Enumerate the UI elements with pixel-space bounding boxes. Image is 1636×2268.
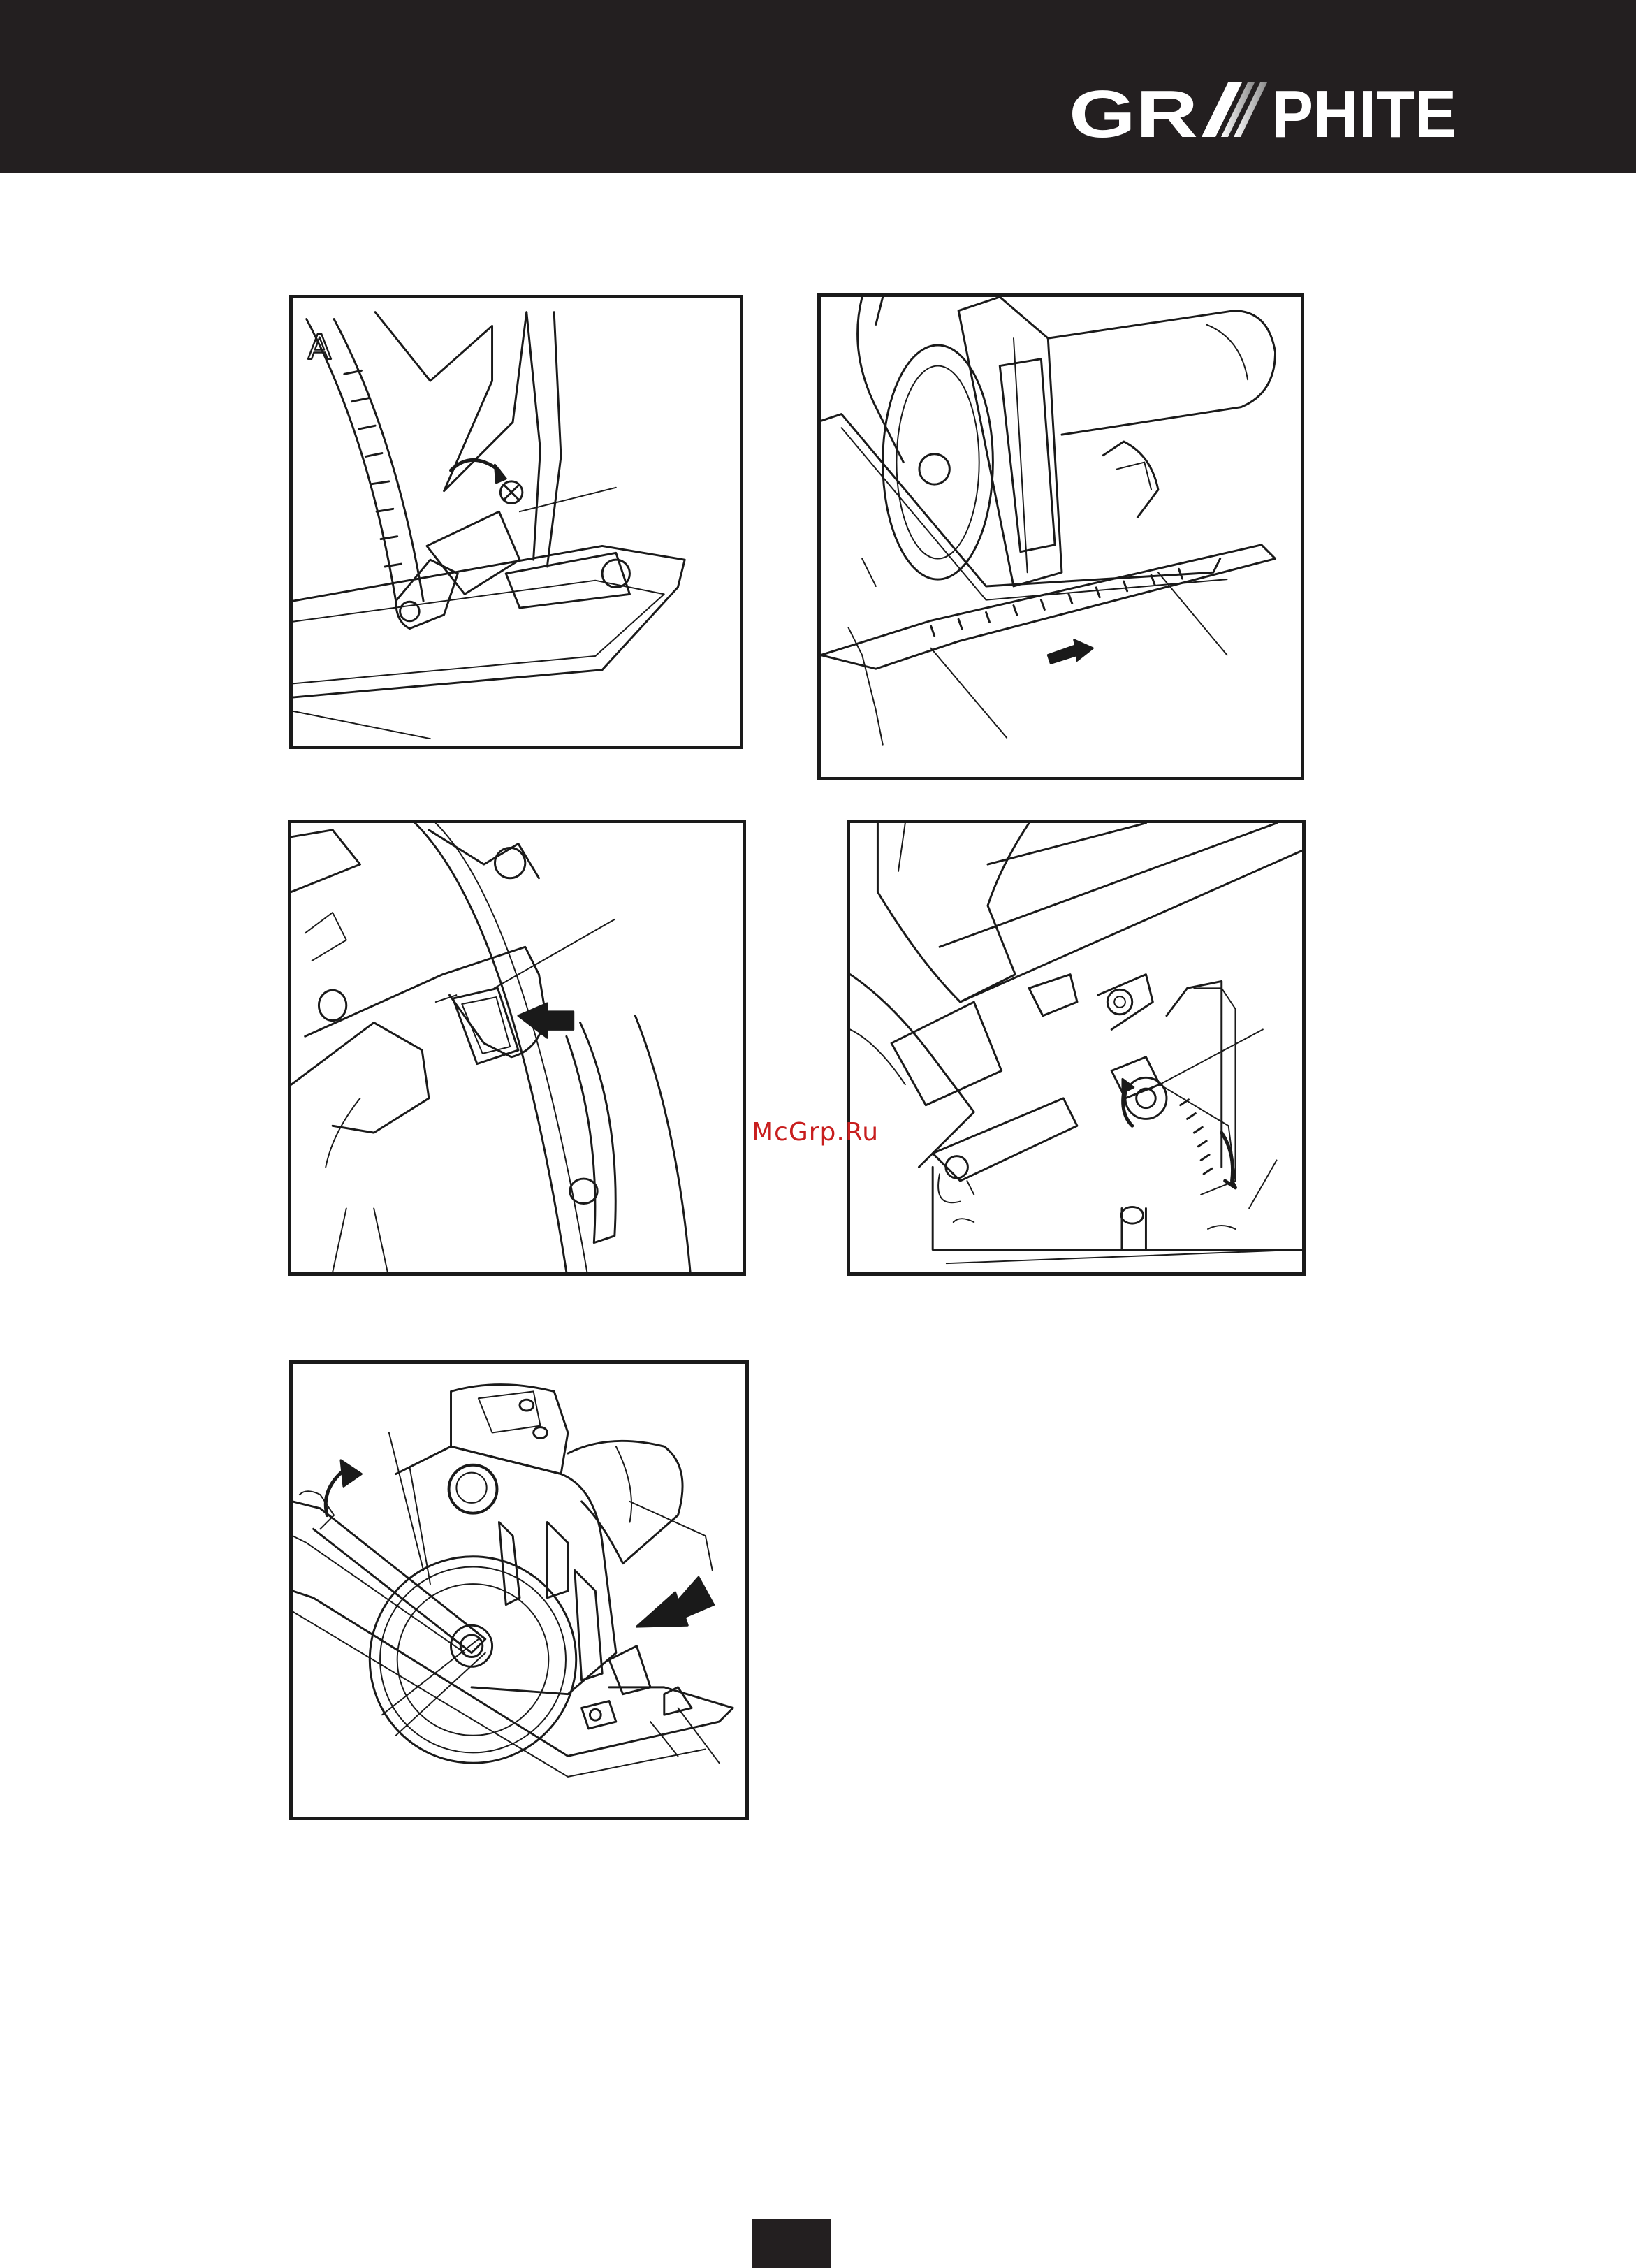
graphite-logo: GR PHITE (1069, 78, 1456, 143)
depth-adjustment-illustration (850, 823, 1302, 1272)
page-number-tab (752, 2219, 831, 2268)
page-header: GR PHITE (0, 0, 1636, 173)
figure-parallel-guide (817, 293, 1304, 780)
svg-text:GR: GR (1069, 78, 1198, 143)
figure-bevel-scale: A (289, 295, 743, 749)
svg-text:PHITE: PHITE (1271, 78, 1456, 143)
figure-depth-adjustment (847, 820, 1306, 1276)
figure-spindle-lock (288, 820, 746, 1276)
figure-blade-replacement (289, 1360, 749, 1820)
spindle-lock-illustration (291, 823, 743, 1272)
bevel-scale-illustration: A (293, 298, 740, 746)
blade-replacement-illustration (293, 1364, 745, 1817)
watermark: McGrp.Ru (752, 1118, 879, 1147)
parallel-guide-illustration (821, 297, 1301, 777)
